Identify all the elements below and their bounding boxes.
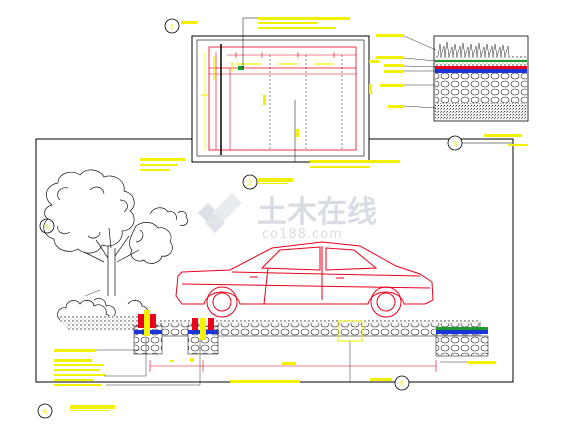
- curb-detail-right: [187, 318, 219, 355]
- title-bar: [484, 134, 522, 137]
- svg-text:2: 2: [248, 179, 252, 187]
- svg-text:1: 1: [170, 23, 174, 31]
- svg-text:4: 4: [45, 223, 50, 231]
- title-bar: [70, 405, 115, 409]
- watermark-brand: 土木在线: [257, 195, 377, 230]
- plan-detail-box: [191, 17, 379, 163]
- curb-detail-left: [133, 310, 163, 355]
- layer-section-detail: [376, 34, 529, 122]
- ground-section: [66, 320, 489, 357]
- watermark-url: co188.com: [262, 227, 343, 242]
- marker-circle-icon: 2: [242, 174, 258, 190]
- tree-icon: [43, 169, 188, 296]
- plan-annotations: [140, 17, 400, 171]
- svg-text:6: 6: [43, 408, 48, 416]
- svg-text:5: 5: [400, 380, 404, 388]
- marker-circle-icon: 4: [39, 218, 55, 234]
- logo-icon: [198, 193, 242, 233]
- marker-circle-icon: 6: [37, 403, 53, 419]
- marker-circle-icon: 3: [447, 135, 463, 151]
- car-icon: [175, 241, 434, 318]
- marker-circle-icon: 1: [164, 18, 180, 34]
- svg-text:3: 3: [453, 140, 457, 148]
- left-annotations: [54, 289, 496, 386]
- marker-circle-icon: 5: [394, 375, 410, 391]
- title-bar: [258, 178, 293, 182]
- dimension-lines: [149, 360, 437, 372]
